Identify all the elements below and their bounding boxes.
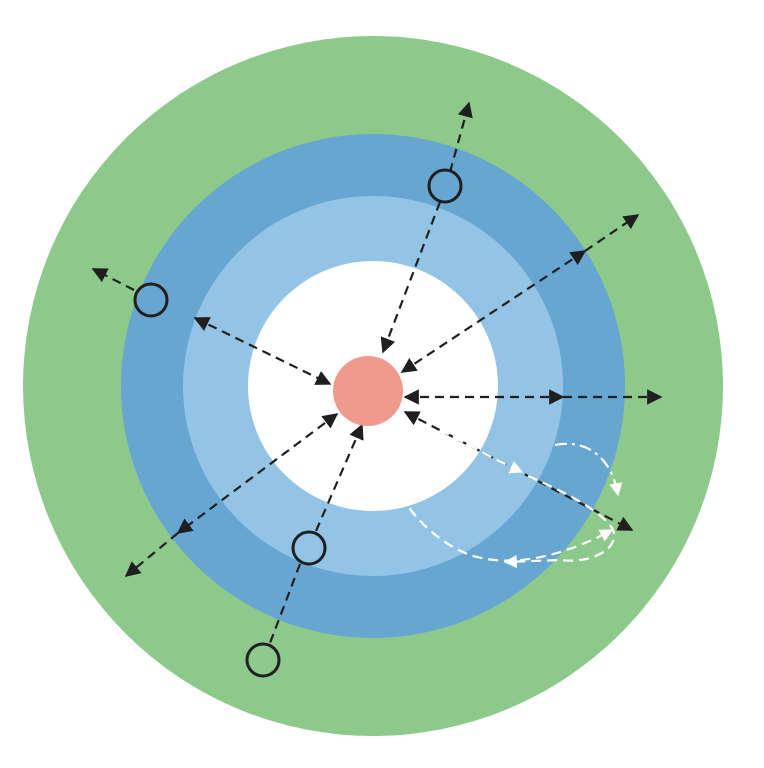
center-node	[333, 356, 403, 426]
arrow-bottom-node-to-center	[314, 423, 364, 532]
node-bottom-outer	[245, 642, 281, 678]
arrow-top-node-outward	[448, 101, 473, 173]
arrow-left-node-center	[193, 317, 332, 385]
node-top	[427, 168, 463, 204]
arrow-lower-left-outward	[124, 532, 179, 577]
curved-arrow-top-loop	[554, 442, 623, 497]
arrow-center-lower-left	[176, 413, 339, 534]
arrow-center-upper-right	[400, 250, 587, 373]
node-left	[133, 282, 169, 318]
node-bottom-inner	[291, 530, 327, 566]
curved-arrow-loop	[503, 474, 616, 569]
arrow-left-node-outward	[91, 268, 135, 291]
curved-arrow-middle	[439, 429, 524, 474]
arrow-upper-right-outward	[584, 214, 640, 252]
